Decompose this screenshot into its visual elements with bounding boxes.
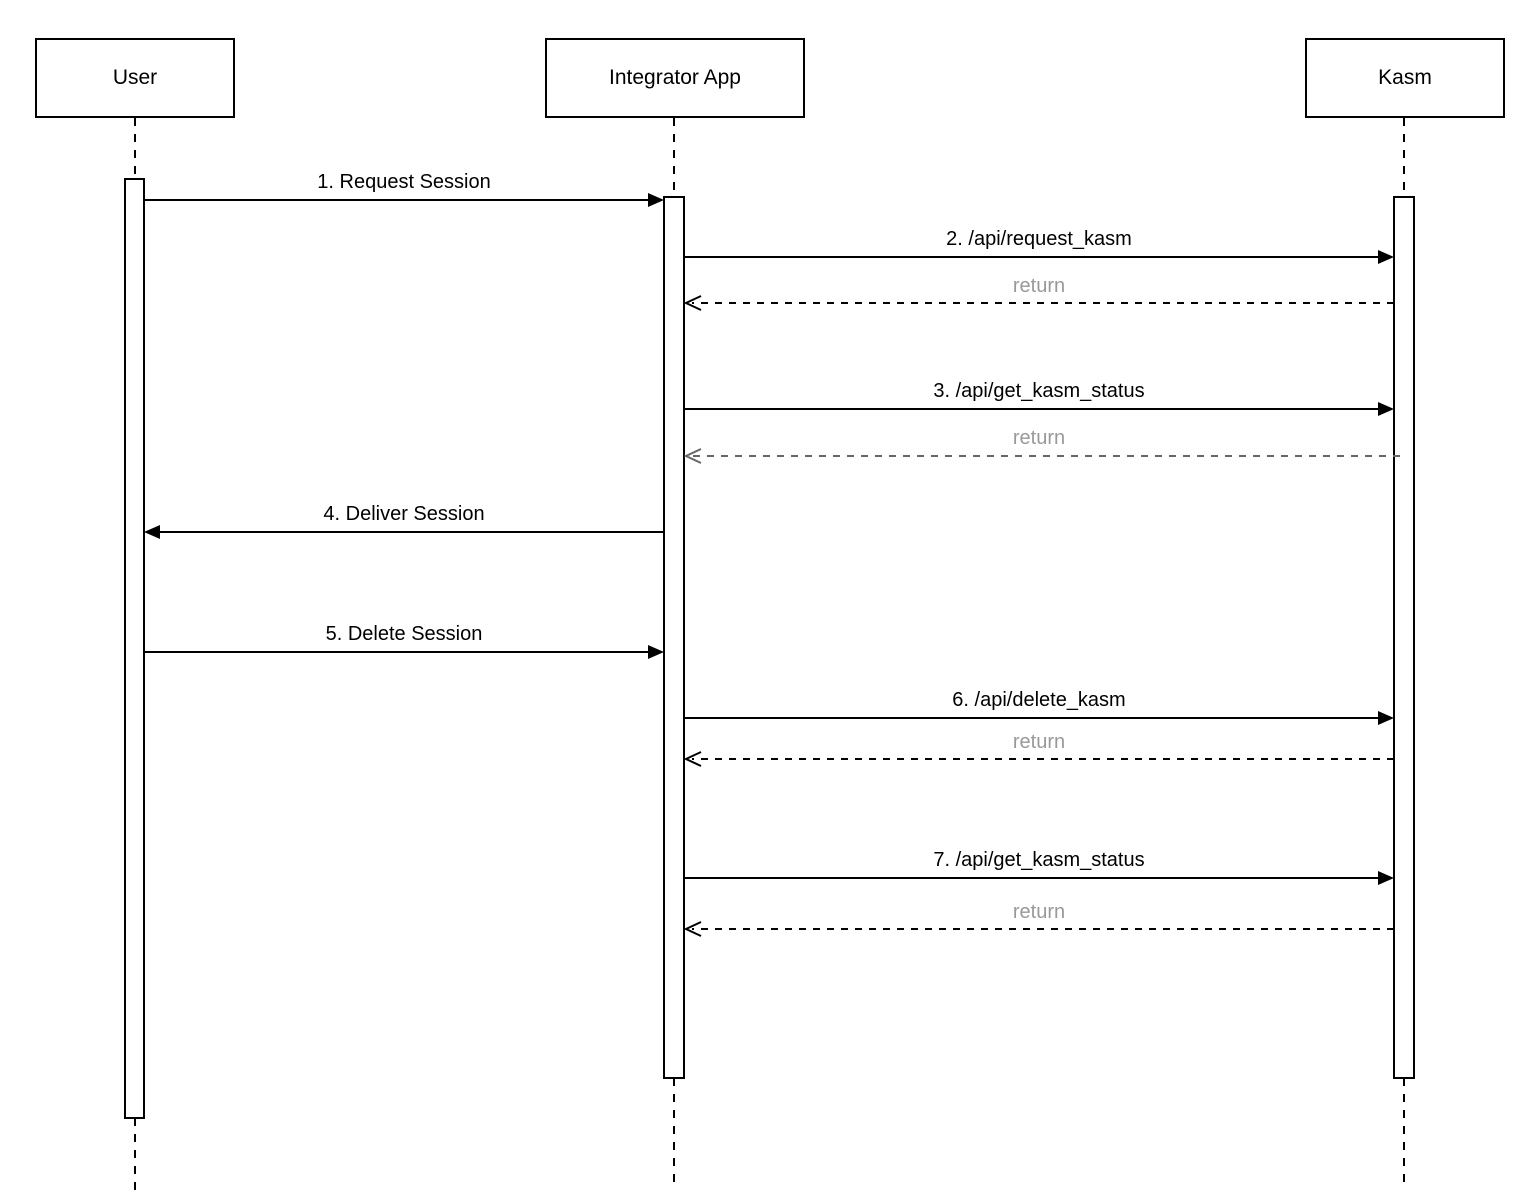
message-1-arrowhead-icon [648,193,664,207]
message-6-arrowhead-icon [1378,711,1394,725]
message-7-label: 7. /api/get_kasm_status [933,849,1144,871]
message-5-label: 5. Delete Session [326,623,483,645]
participant-label-kasm: Kasm [1378,66,1432,89]
participant-label-integrator-app: Integrator App [609,66,741,89]
return-3-label: return [1013,427,1065,449]
message-5-arrowhead-icon [648,645,664,659]
message-3-label: 3. /api/get_kasm_status [933,380,1144,402]
participant-box-user: User [35,38,235,118]
activation-bar-integrator [663,196,685,1079]
message-3-arrowhead-icon [1378,402,1394,416]
return-7-arrowhead-icon [683,921,702,937]
message-1-label: 1. Request Session [317,171,490,193]
return-6-label: return [1013,731,1065,753]
message-4-label: 4. Deliver Session [323,503,484,525]
return-3-arrowhead-icon [683,448,702,464]
message-2-arrowhead-icon [1378,250,1394,264]
return-2-arrowhead-icon [683,295,702,311]
message-7-arrowhead-icon [1378,871,1394,885]
message-6-label: 6. /api/delete_kasm [952,689,1125,711]
return-2-label: return [1013,275,1065,297]
return-7-label: return [1013,901,1065,923]
message-2-label: 2. /api/request_kasm [946,228,1132,250]
participant-box-integrator-app: Integrator App [545,38,805,118]
activation-bar-kasm [1393,196,1415,1079]
return-6-arrowhead-icon [683,751,702,767]
participant-label-user: User [112,66,158,89]
activation-bar-user [124,178,145,1119]
message-4-arrowhead-icon [144,525,160,539]
participant-box-kasm: Kasm [1305,38,1505,118]
